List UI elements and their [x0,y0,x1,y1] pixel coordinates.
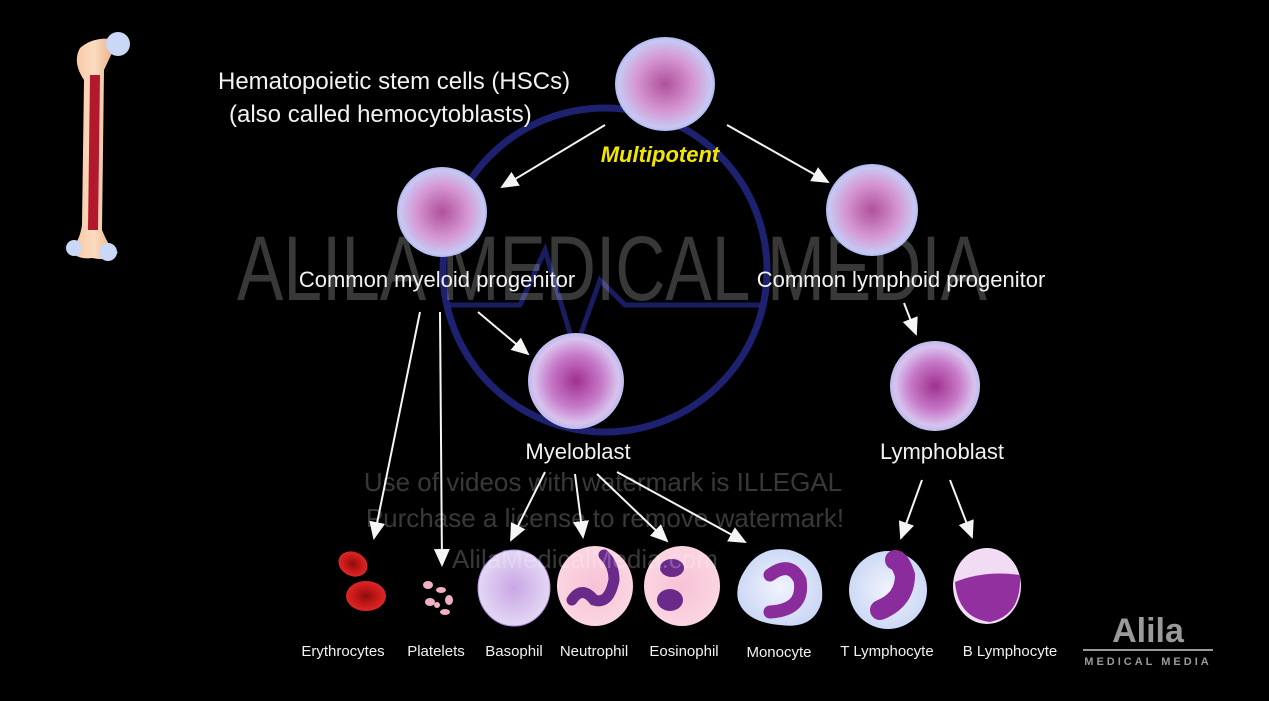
title-line-1: Hematopoietic stem cells (HSCs) [218,68,570,95]
basophil-illustration [477,549,551,627]
common-lymphoid-progenitor-cell [826,164,918,256]
arrow [500,124,606,189]
platelets-illustration [423,581,453,615]
arrow [596,473,669,543]
neutrophil-illustration [557,546,633,626]
label-monocyte: Monocyte [746,644,811,661]
arrow [902,302,918,336]
title-line-2: (also called hemocytoblasts) [229,101,532,128]
common-lymphoid-label: Common lymphoid progenitor [757,267,1046,292]
arrow [510,471,546,542]
erythrocytes-illustration [338,551,386,611]
arrow [433,311,450,567]
arrows [369,124,974,567]
arrow [616,471,747,543]
label-eosinophil: Eosinophil [649,643,718,660]
t-lymphocyte-illustration [849,550,927,629]
lymphoblast-label: Lymphoblast [880,439,1004,464]
logo-subtitle: MEDICAL MEDIA [1084,656,1211,668]
femur-bone-illustration [66,32,130,261]
myeloblast-label: Myeloblast [525,439,630,464]
label-t-lymphocyte: T Lymphocyte [840,643,933,660]
arrow [898,479,923,540]
arrow [573,473,589,539]
myeloblast-cell [528,333,624,429]
label-erythrocytes: Erythrocytes [301,643,384,660]
watermark-line-2: Purchase a license to remove watermark! [366,503,844,533]
alila-logo: Alila MEDICAL MEDIA [1083,612,1213,668]
label-platelets: Platelets [407,643,465,660]
lymphoblast-cell [890,341,980,431]
monocyte-illustration [737,549,823,626]
watermark-line-1: Use of videos with watermark is ILLEGAL [364,467,842,497]
arrow [726,124,830,183]
common-myeloid-progenitor-cell [397,167,487,257]
arrow [369,311,421,540]
label-b-lymphocyte: B Lymphocyte [963,643,1058,660]
multipotent-label: Multipotent [601,142,721,167]
b-lymphocyte-illustration [953,548,1021,624]
watermark-line-3: AlilaMedicalMedia.com [452,544,718,574]
eosinophil-illustration [644,546,720,626]
logo-name: Alila [1112,612,1185,650]
hsc-cell [615,37,715,131]
arrow [477,311,530,356]
arrow [949,479,974,539]
label-basophil: Basophil [485,643,543,660]
common-myeloid-label: Common myeloid progenitor [299,267,575,292]
mature-cell-labels: Erythrocytes Platelets Basophil Neutroph… [301,643,1057,661]
label-neutrophil: Neutrophil [560,643,628,660]
